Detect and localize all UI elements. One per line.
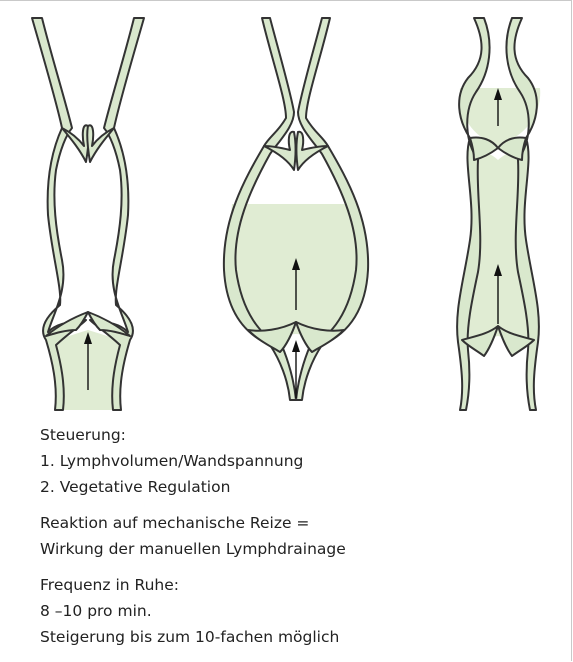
stage-1-lymphangion [32, 18, 144, 410]
stage-3-lymphangion [457, 18, 540, 410]
frequency-heading: Frequenz in Ruhe: [40, 572, 179, 598]
frequency-increase: Steigerung bis zum 10-fachen möglich [40, 624, 339, 650]
lymphangion-diagram [0, 0, 572, 420]
reaction-line-1: Reaktion auf mechanische Reize = [40, 510, 309, 536]
stage-2-lymphangion [224, 18, 368, 400]
frequency-value: 8 –10 pro min. [40, 598, 152, 624]
control-item-2: 2. Vegetative Regulation [40, 474, 230, 500]
stage-1-upper-valve-right [87, 125, 114, 162]
control-item-1: 1. Lymphvolumen/Wandspannung [40, 448, 303, 474]
stage-1-upper-valve-left [62, 125, 89, 162]
stage-2-lower-flow-arrowhead [292, 340, 300, 352]
reaction-line-2: Wirkung der manuellen Lymphdrainage [40, 536, 346, 562]
control-heading: Steuerung: [40, 422, 126, 448]
